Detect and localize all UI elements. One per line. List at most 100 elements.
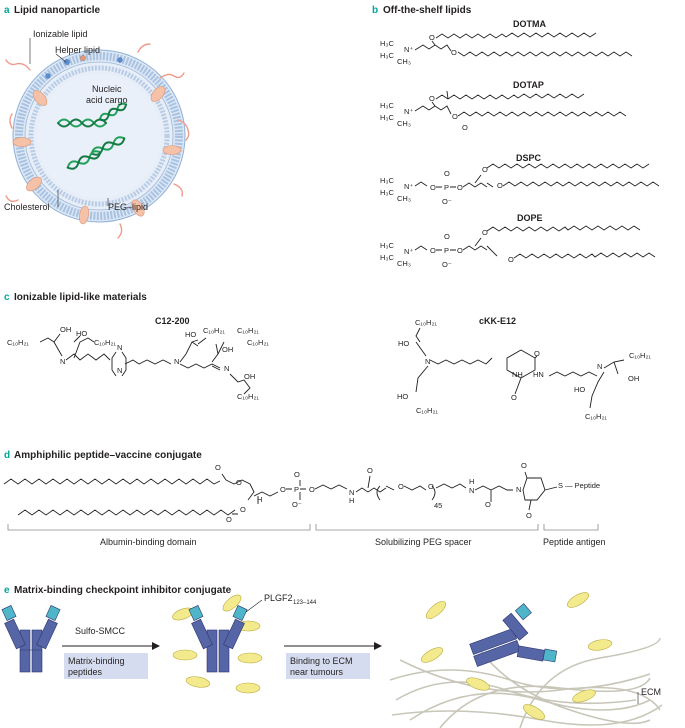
- ckk-e12-name: cKK-E12: [479, 316, 516, 326]
- plgf2-label: PLGF2: [264, 593, 293, 603]
- dspc-o-2: O: [444, 169, 450, 178]
- c12-n-5: N: [224, 364, 229, 373]
- pd-s-peptide: S — Peptide: [558, 481, 600, 490]
- panel-e-letter: e: [4, 585, 10, 596]
- ckk-nh: NH: [512, 370, 523, 379]
- c12-n-1: N: [60, 357, 65, 366]
- pd-o-4: O: [240, 505, 246, 514]
- c12-c10h21-5: C₁₀H₂₁: [247, 338, 269, 347]
- lipid-heads: [45, 55, 123, 79]
- c12-c10h21-4: C₁₀H₂₁: [237, 326, 259, 335]
- panel-a-title: Lipid nanoparticle: [14, 5, 101, 16]
- pd-o-13: O: [526, 511, 532, 520]
- peg-lipid-label: PEG–lipid: [108, 202, 148, 212]
- dope-o-1: O: [430, 246, 436, 255]
- pd-repeat-45: 45: [434, 501, 442, 510]
- dope-structure: DOPE H₃C H₃C N⁺ CH₃ O P O O⁻ O O O: [380, 213, 656, 269]
- ckk-n-1: N: [425, 357, 430, 366]
- panel-c-title: Ionizable lipid-like materials: [14, 292, 147, 303]
- step2-line2: near tumours: [290, 667, 344, 677]
- dope-o-4: O: [482, 228, 488, 237]
- dope-name: DOPE: [517, 213, 543, 223]
- lipid-nanoparticle: [5, 43, 190, 239]
- c12-n-4: N: [174, 357, 179, 366]
- c12-n-2: N: [117, 343, 122, 352]
- panel-e: e Matrix-binding checkpoint inhibitor co…: [1, 585, 663, 728]
- dotap-ch3: CH₃: [397, 119, 411, 128]
- cargo-label-line2: acid cargo: [86, 95, 128, 105]
- c12-oh-2: OH: [222, 345, 233, 354]
- ecm-binding-box: [286, 653, 370, 679]
- ecm-fibers: [389, 637, 663, 728]
- antibody-conjugated: PLGF2 123–144: [172, 593, 317, 694]
- ckk-c10h21-3: C₁₀H₂₁: [629, 351, 651, 360]
- dspc-o-3: O: [457, 183, 463, 192]
- dotma-structure: DOTMA H₃C H₃C N⁺ CH₃ O O: [380, 19, 633, 66]
- c12-200-name: C12-200: [155, 316, 190, 326]
- peg-chains: [5, 43, 190, 239]
- dotma-name: DOTMA: [513, 19, 546, 29]
- pd-o-3: O: [226, 515, 232, 524]
- ionizable-lipid-label: Ionizable lipid: [33, 29, 88, 39]
- ckk-c10h21-2: C₁₀H₂₁: [416, 406, 438, 415]
- cholesterol-molecules: [12, 86, 182, 225]
- albumin-binding-domain-label: Albumin-binding domain: [100, 537, 197, 547]
- dotma-o-1: O: [429, 33, 435, 42]
- sulfo-smcc-label: Sulfo-SMCC: [75, 626, 126, 636]
- dope-h3c-1: H₃C: [380, 241, 394, 250]
- step1-line1: Matrix-binding: [68, 656, 125, 666]
- rna-strand-2: [99, 102, 127, 121]
- panel-a: a Lipid nanoparticle: [4, 5, 190, 239]
- pd-o-6: O: [294, 470, 300, 479]
- dspc-o-5: O: [497, 181, 503, 190]
- pd-n-3: N: [516, 485, 521, 494]
- c12-c10h21-2: C₁₀H₂₁: [94, 338, 116, 347]
- c12-ho-1: HO: [76, 329, 87, 338]
- step1-line2: peptides: [68, 667, 103, 677]
- panel-b-title: Off-the-shelf lipids: [383, 5, 472, 16]
- dspc-p: P: [444, 183, 449, 192]
- panel-d-title: Amphiphilic peptide–vaccine conjugate: [14, 450, 202, 461]
- ckk-ho-2: HO: [397, 392, 408, 401]
- rna-strands: [57, 102, 127, 170]
- dope-h3c-2: H₃C: [380, 253, 394, 262]
- pd-n-1: N: [349, 488, 354, 497]
- dotap-o-2: O: [452, 112, 458, 121]
- pd-o-8: O: [367, 466, 373, 475]
- rna-strand-2b: [99, 103, 127, 122]
- dope-ch3: CH₃: [397, 259, 411, 268]
- dotap-o-1: O: [429, 94, 435, 103]
- c12-oh-1: OH: [60, 325, 71, 334]
- pd-h-3: H: [469, 477, 474, 486]
- panel-a-leaders: [29, 38, 109, 207]
- dope-o-3: O: [457, 246, 463, 255]
- panel-d: d Amphiphilic peptide–vaccine conjugate …: [3, 450, 606, 547]
- dotma-h3c-1: H₃C: [380, 39, 394, 48]
- pd-o-2: O: [236, 478, 242, 487]
- lnp-bilayer: [15, 52, 183, 220]
- antibody-unconjugated: [1, 605, 61, 673]
- plgf-peptides: [172, 594, 263, 694]
- lnp-inner-layer: [28, 65, 170, 207]
- dspc-o-1: O: [430, 183, 436, 192]
- ckk-o-1: O: [534, 349, 540, 358]
- dotma-n-plus: N⁺: [404, 45, 413, 54]
- peptide-conjugate-structure: O O O O H O P O O⁻ O H N O O O 45 H N O …: [3, 461, 600, 524]
- dotap-h3c-2: H₃C: [380, 113, 394, 122]
- ckk-o-2: O: [511, 393, 517, 402]
- dope-o-5: O: [508, 255, 514, 264]
- peptide-antigen-label: Peptide antigen: [543, 537, 606, 547]
- pd-o-5: O: [280, 485, 286, 494]
- domain-brackets: [7, 524, 599, 531]
- dope-n-plus: N⁺: [404, 247, 413, 256]
- matrix-binding-peptides-box: [64, 653, 148, 679]
- dotap-structure: DOTAP H₃C H₃C N⁺ CH₃ O O O: [380, 80, 627, 132]
- antibody-ecm-bound: [421, 592, 613, 720]
- c12-c10h21-1: C₁₀H₂₁: [7, 338, 29, 347]
- pd-o-1: O: [215, 463, 221, 472]
- ckk-oh-1: OH: [628, 374, 639, 383]
- dotap-h3c-1: H₃C: [380, 101, 394, 110]
- c12-c10h21-6: C₁₀H₂₁: [237, 392, 259, 401]
- reaction-arrow-2: Binding to ECM near tumours: [284, 642, 382, 679]
